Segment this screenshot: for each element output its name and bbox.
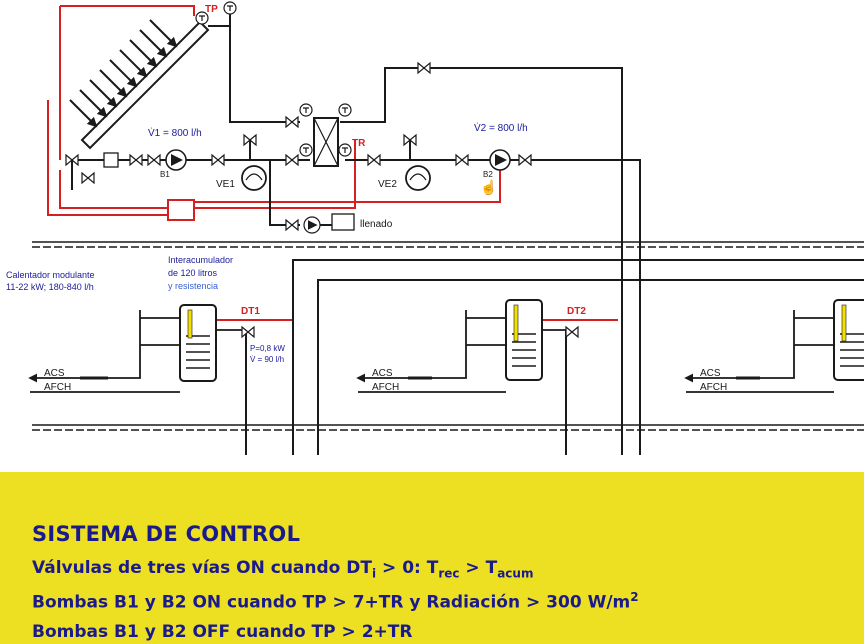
- dt2-label: DT2: [567, 306, 586, 317]
- valve-icon: [417, 62, 431, 74]
- return-sensor-icon: [338, 143, 352, 157]
- control-system-panel: SISTEMA DE CONTROL Válvulas de tres vías…: [0, 472, 864, 644]
- valve-icon: [285, 219, 299, 231]
- solar-radiation-arrows: [69, 19, 178, 128]
- acs-label: ACS: [44, 368, 65, 379]
- pump-b1-icon: [165, 149, 187, 171]
- control-rule-pumps-on: Bombas B1 y B2 ON cuando TP > 7+TR y Rad…: [32, 590, 639, 613]
- pump-b2-label: B2: [483, 170, 493, 179]
- ve2-label: VE2: [378, 179, 397, 190]
- control-rule-pumps-off: Bombas B1 y B2 OFF cuando TP > 2+TR: [32, 622, 413, 642]
- collector-sensor-label: TP: [205, 4, 218, 15]
- afch-label: AFCH: [700, 382, 727, 393]
- control-rule-valves: Válvulas de tres vías ON cuando DTi > 0:…: [32, 558, 534, 581]
- boiler-label-1: Calentador modulante: [6, 270, 95, 280]
- afch-label: AFCH: [44, 382, 71, 393]
- distribution-headers: [32, 241, 864, 431]
- temperature-sensor-icon: [299, 143, 313, 157]
- valve-icon: [285, 116, 299, 128]
- flowmeter-icon: [103, 152, 119, 168]
- dwelling-unit-2: [358, 299, 566, 393]
- valve-icon: [518, 154, 532, 166]
- heat-exchanger: [313, 117, 339, 167]
- distribution-risers: [245, 259, 864, 455]
- flow-2-label: V̇2 = 800 l/h: [474, 121, 528, 134]
- dt1-label: DT1: [241, 306, 260, 317]
- hand-cursor-icon: ☝: [480, 178, 497, 196]
- tank-label-2: de 120 litros: [168, 268, 218, 278]
- power-label: P=0,8 kW: [250, 344, 285, 353]
- solar-collector: [69, 19, 210, 150]
- dwelling-unit-1: [30, 304, 246, 393]
- fill-label: llenado: [360, 219, 393, 230]
- ve1-label: VE1: [216, 179, 235, 190]
- solar-hydraulic-schematic: TP B1 llenado TR VE1: [6, 1, 864, 455]
- acs-label: ACS: [700, 368, 721, 379]
- valve-icon: [211, 154, 225, 166]
- flow-1-label: V̇1 = 800 l/h: [148, 126, 202, 139]
- control-title: SISTEMA DE CONTROL: [32, 522, 301, 546]
- tank-label-3: y resistencia: [168, 281, 218, 291]
- return-sensor-label: TR: [352, 138, 366, 149]
- pump-b1-label: B1: [160, 170, 170, 179]
- drain-valve-icon: [81, 172, 95, 184]
- dwelling-unit-3: [686, 299, 864, 393]
- three-way-valve-icon: [241, 326, 255, 338]
- air-vent-icon: [223, 1, 237, 15]
- pump-b2-icon: [489, 149, 511, 171]
- valve-icon: [285, 154, 299, 166]
- afch-label: AFCH: [372, 382, 399, 393]
- temperature-sensor-icon: [299, 103, 313, 117]
- three-way-valve-icon: [565, 326, 579, 338]
- acs-label: ACS: [372, 368, 393, 379]
- fill-tank-icon: [331, 213, 355, 231]
- expansion-vessel-ve1: [241, 165, 267, 191]
- valve-icon: [455, 154, 469, 166]
- tank-label-1: Interacumulador: [168, 255, 233, 265]
- expansion-vessel-ve2: [405, 165, 431, 191]
- boiler-label-2: 11-22 kW; 180-840 l/h: [6, 282, 94, 292]
- temperature-sensor-icon: [338, 103, 352, 117]
- tank-flow-label: V̇ = 90 l/h: [250, 355, 284, 364]
- check-valve-icon: [129, 154, 143, 166]
- valve-icon: [367, 154, 381, 166]
- control-wiring: [47, 5, 618, 342]
- fill-pump-icon: [303, 216, 321, 234]
- valve-icon: [147, 154, 161, 166]
- solar-controller: [167, 199, 195, 221]
